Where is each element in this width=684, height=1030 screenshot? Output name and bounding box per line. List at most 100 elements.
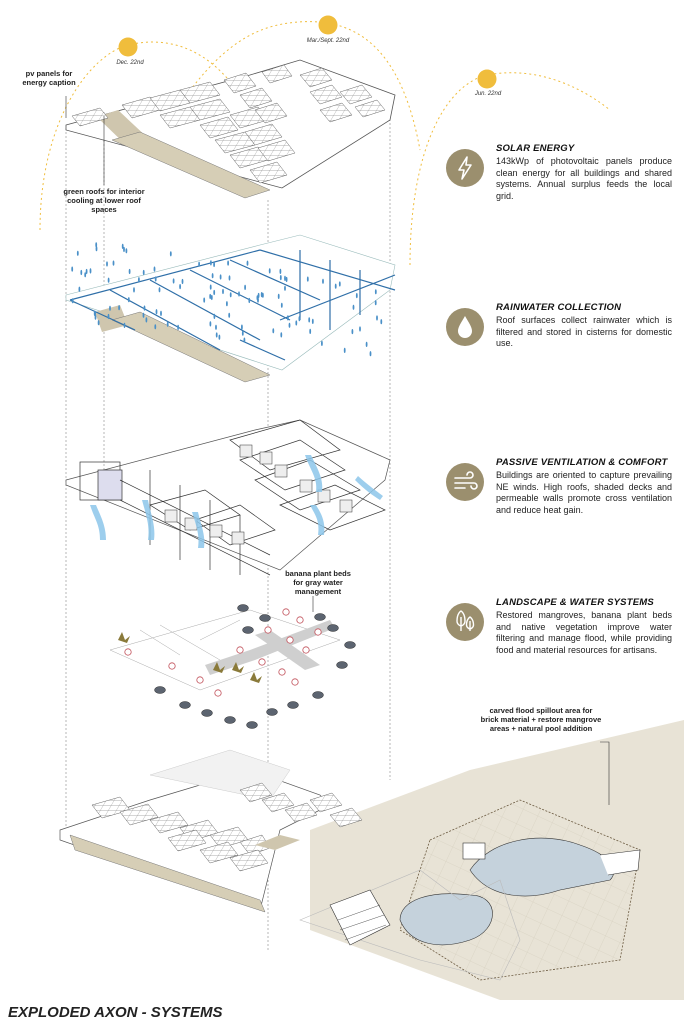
system-description: Restored mangroves, banana plant beds an…: [496, 610, 672, 655]
plant-bed: [291, 678, 299, 686]
raindrop: [142, 269, 145, 276]
raindrop: [160, 310, 162, 316]
raindrop: [322, 278, 324, 284]
layer-ventilation: [65, 419, 391, 576]
raindrop: [76, 250, 79, 256]
raindrop: [158, 287, 161, 293]
raindrop: [374, 300, 377, 306]
layer-rainwater: [65, 234, 396, 383]
raindrop: [211, 273, 214, 279]
raindrop: [229, 292, 232, 298]
raindrop: [93, 310, 96, 316]
layer-landscape: [109, 604, 356, 729]
raindrop: [177, 324, 180, 330]
raindrop: [272, 328, 275, 334]
leaf-icon: [446, 603, 484, 641]
raindrop: [334, 283, 337, 289]
system-description: Roof surfaces collect rainwater which is…: [496, 315, 672, 349]
raindrop: [338, 281, 341, 287]
cistern: [237, 604, 249, 612]
callout-banana-beds: banana plant beds for gray water managem…: [285, 569, 351, 596]
plant-bed: [236, 646, 244, 654]
raindrop: [352, 304, 355, 310]
system-description: Buildings are oriented to capture prevai…: [496, 470, 672, 515]
raindrop: [94, 314, 97, 320]
raindrop: [306, 276, 309, 282]
raindrop: [279, 268, 282, 274]
raindrop: [112, 260, 115, 266]
raindrop: [295, 320, 298, 326]
raindrop: [244, 284, 247, 290]
sun-markers: [118, 15, 497, 89]
callout-green-roofs: green roofs for interior cooling at lowe…: [63, 187, 145, 214]
raindrop: [121, 243, 124, 249]
raindrop: [85, 268, 88, 275]
raindrop: [172, 278, 175, 284]
raindrop: [198, 261, 201, 267]
raindrop: [279, 275, 282, 281]
raindrop: [311, 318, 314, 324]
cistern: [179, 701, 191, 709]
system-description: 143kWp of photovoltaic panels produce cl…: [496, 156, 672, 201]
plant-bed: [264, 626, 272, 634]
cistern: [246, 721, 258, 729]
cistern: [336, 661, 348, 669]
raindrop: [107, 277, 110, 283]
cistern: [266, 708, 278, 716]
raindrop: [154, 324, 157, 330]
raindrop: [243, 337, 246, 343]
raindrop: [309, 328, 312, 334]
plant-bed: [258, 658, 266, 666]
raindrop: [181, 278, 184, 285]
raindrop: [369, 351, 372, 357]
sun-label-jun: Jun. 22nd: [474, 91, 502, 97]
raindrop: [209, 284, 212, 290]
wind-arrows: [90, 455, 383, 548]
raindrop: [133, 287, 135, 293]
cistern: [344, 641, 356, 649]
plant-bed: [302, 646, 310, 654]
raindrop: [213, 313, 216, 319]
water-drop-icon: [446, 308, 484, 346]
cisterns: [154, 604, 356, 729]
raindrop: [277, 293, 280, 299]
raindrop: [143, 305, 146, 311]
callout-pv-panels: pv panels for energy caption: [22, 69, 76, 87]
raindrop: [298, 316, 301, 322]
plant-bed: [196, 676, 204, 684]
raindrops: [71, 242, 383, 357]
raindrop: [218, 334, 221, 340]
raindrop: [213, 289, 216, 296]
raindrop: [287, 315, 289, 321]
callout-flood-spillout: carved flood spillout area for brick mat…: [480, 706, 602, 733]
raindrop: [288, 322, 291, 328]
raindrop: [284, 275, 286, 281]
raindrop: [78, 286, 81, 292]
plant-bed: [214, 689, 222, 697]
raindrop: [123, 246, 125, 253]
raindrop: [215, 332, 218, 338]
raindrop: [308, 317, 311, 323]
raindrop: [179, 284, 182, 290]
raindrop: [248, 297, 251, 304]
system-title: SOLAR ENERGY: [496, 143, 575, 154]
raindrop: [203, 297, 206, 303]
plant-bed: [296, 616, 304, 624]
raindrop: [380, 319, 383, 325]
raindrop: [71, 298, 74, 304]
raindrop: [71, 266, 74, 272]
raindrop: [123, 322, 126, 328]
raindrop: [343, 347, 346, 353]
wind-icon: [446, 463, 484, 501]
raindrop: [280, 332, 283, 338]
system-title: LANDSCAPE & WATER SYSTEMS: [496, 597, 654, 608]
plant-bed: [282, 608, 290, 616]
raindrop: [280, 302, 283, 308]
raindrop: [365, 341, 368, 347]
raindrop: [268, 268, 271, 274]
raindrop: [213, 261, 216, 268]
raindrop: [219, 274, 222, 280]
raindrop: [125, 248, 128, 254]
cistern: [201, 709, 213, 717]
raindrop: [84, 272, 87, 278]
